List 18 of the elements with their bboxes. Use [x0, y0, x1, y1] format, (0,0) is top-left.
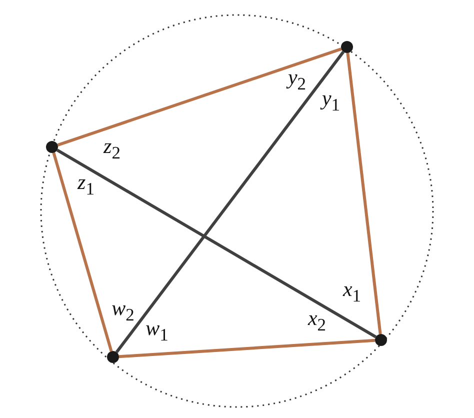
line-segment — [346, 52, 382, 334]
angle-label: z$_{2}$ — [104, 136, 120, 162]
line-segment — [52, 152, 113, 352]
angle-label: z$_{1}$ — [78, 172, 94, 198]
angle-label: w$_{1}$ — [146, 318, 168, 344]
angle-label: x$_{2}$ — [308, 308, 326, 334]
vertex-dot — [341, 41, 353, 53]
vertex-dot — [375, 334, 387, 346]
line-segment — [115, 50, 345, 354]
angle-label: y$_{2}$ — [288, 67, 306, 93]
vertex-dot — [46, 141, 58, 153]
angle-label: w$_{2}$ — [112, 298, 134, 324]
angle-label: x$_{1}$ — [342, 279, 362, 305]
line-segment — [56, 148, 377, 338]
line-segment — [118, 338, 376, 358]
angle-label: y$_{1}$ — [322, 88, 340, 114]
line-segment — [57, 48, 342, 146]
vertex-dot — [107, 351, 119, 363]
